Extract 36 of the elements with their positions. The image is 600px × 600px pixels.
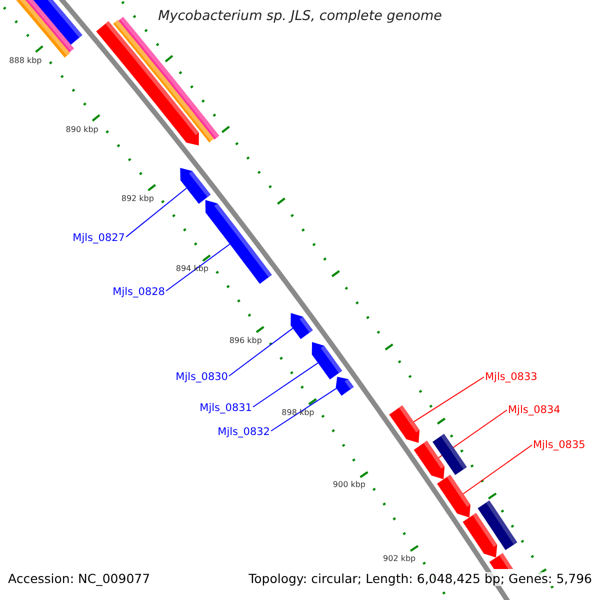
leader-line xyxy=(252,362,318,408)
title: Mycobacterium sp. JLS, complete genome xyxy=(158,9,442,25)
leader-line xyxy=(413,376,484,422)
gene-block xyxy=(436,474,470,518)
gene-label: Mjls_0833 xyxy=(485,370,538,384)
leader-line xyxy=(126,188,188,238)
genome-info-text: Topology: circular; Length: 6,048,425 bp; Genes: 5,796 xyxy=(248,572,592,586)
gene-block xyxy=(462,513,498,558)
accession-text: Accession: NC_009077 xyxy=(8,572,150,586)
tick-label: 888 kbp xyxy=(9,56,42,66)
gene-label: Mjls_0830 xyxy=(176,370,228,384)
gene-label: Mjls_0835 xyxy=(533,438,586,452)
tick-label: 902 kbp xyxy=(383,554,416,563)
tick-label: 898 kbp xyxy=(282,408,314,417)
leader-line xyxy=(270,388,337,432)
gene-block xyxy=(180,168,211,204)
gene-block xyxy=(336,376,354,396)
gene-bar xyxy=(16,0,70,58)
leader-line xyxy=(462,444,532,494)
leader-line xyxy=(228,328,294,376)
gene-label: Mjls_0834 xyxy=(508,404,560,416)
leader-line xyxy=(166,244,230,292)
gene-block xyxy=(489,553,514,569)
gene-block xyxy=(389,405,420,443)
gene-block xyxy=(312,342,342,380)
gene-label: Mjls_0831 xyxy=(200,402,252,414)
gene-block xyxy=(290,313,313,340)
gene-label: Mjls_0832 xyxy=(218,426,270,438)
tick-label: 900 kbp xyxy=(332,480,366,490)
gene-label: Mjls_0828 xyxy=(112,286,165,298)
tick-label: 896 kbp xyxy=(229,336,262,345)
tick-label: 894 kbp xyxy=(176,264,208,274)
tick-label: 892 kbp xyxy=(121,194,154,204)
gene-label: Mjls_0827 xyxy=(72,232,125,244)
gene-block xyxy=(414,440,445,480)
tick-label: 890 kbp xyxy=(66,124,98,134)
